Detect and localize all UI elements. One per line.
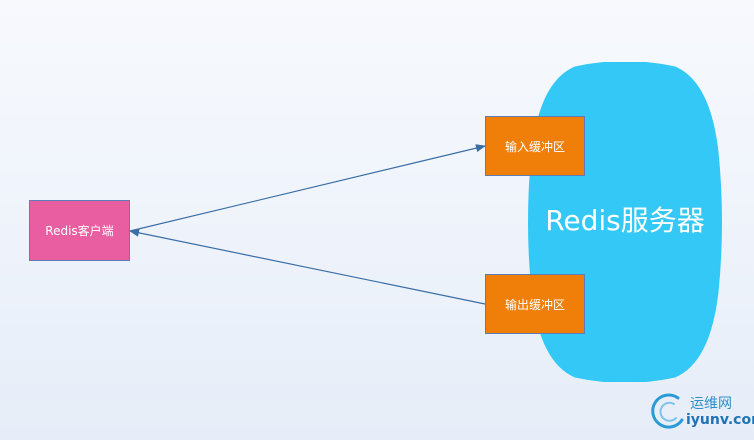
- redis-server-label: Redis服务器: [545, 204, 705, 237]
- watermark-domain: iyunv.com: [686, 412, 754, 428]
- redis-client-label: Redis客户端: [45, 224, 114, 238]
- request-arrow: [129, 144, 486, 232]
- site-watermark: 运维网 iyunv.com: [648, 390, 754, 434]
- output-buffer-box: 输出缓冲区: [485, 274, 585, 334]
- input-buffer-box: 输入缓冲区: [485, 116, 585, 176]
- response-arrow: [129, 228, 486, 305]
- watermark-logo-icon: [651, 393, 684, 429]
- watermark-name: 运维网: [690, 396, 732, 412]
- output-buffer-label: 输出缓冲区: [504, 297, 565, 312]
- redis-client-box: Redis客户端: [29, 200, 130, 261]
- input-buffer-label: 输入缓冲区: [504, 139, 565, 154]
